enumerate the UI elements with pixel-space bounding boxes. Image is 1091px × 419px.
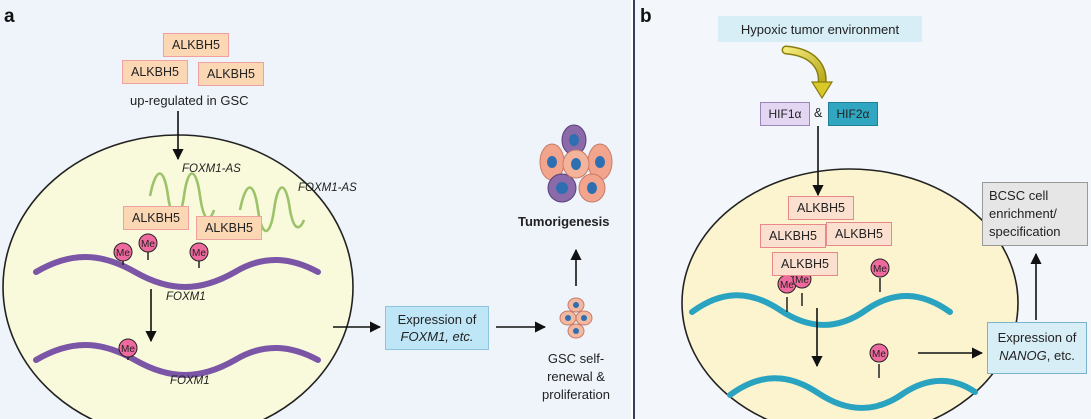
gsc-line2: renewal & [547,369,605,384]
expression-line2: NANOG, etc. [988,347,1086,365]
dna-strand-b-bottom [727,375,978,411]
expression-line2: FOXM1, etc. [400,329,474,344]
svg-text:Me: Me [116,248,130,259]
expression-box-a: Expression of FOXM1, etc. [385,306,489,350]
methyl-mark: Me [138,233,158,253]
svg-text:Me: Me [192,248,206,259]
methyl-mark: Me [113,242,133,262]
dna-strand-b-top [689,292,953,328]
svg-text:Me: Me [121,344,135,355]
alkbh5-box: ALKBH5 [123,206,189,230]
svg-text:Me: Me [873,264,887,275]
foxm1-label: FOXM1 [166,291,206,303]
methyl-mark: Me [870,258,890,278]
dna-strand-a-bottom [33,342,321,378]
alkbh5-box: ALKBH5 [196,216,262,240]
tumorigenesis-label: Tumorigenesis [518,214,610,229]
alkbh5-box: ALKBH5 [163,33,229,57]
upregulated-label: up-regulated in GSC [130,93,249,108]
bcsc-line1: BCSC cell [989,188,1049,203]
bcsc-line2: enrichment/ [989,206,1057,221]
svg-text:Me: Me [780,280,794,291]
gsc-label: GSC self- renewal & proliferation [530,350,622,404]
alkbh5-box: ALKBH5 [826,222,892,246]
foxm1-label: FOXM1 [170,375,210,387]
expression-line1: Expression of [397,312,477,327]
hif2a-box: HIF2α [828,102,878,126]
methyl-mark: Me [189,242,209,262]
svg-text:Me: Me [141,239,155,250]
alkbh5-box: ALKBH5 [760,224,826,248]
tumor-cluster-icon [539,124,613,203]
foxm1-as-label: FOXM1-AS [298,182,357,194]
foxm1-as-label: FOXM1-AS [182,163,241,175]
expression-line1: Expression of [997,330,1077,345]
bcsc-box: BCSC cell enrichment/ specification [982,182,1088,246]
svg-text:Me: Me [795,275,809,286]
expression-box-b: Expression of NANOG, etc. [987,322,1087,374]
hypoxic-box: Hypoxic tumor environment [718,16,922,42]
foxm1-as-rna-2 [238,186,306,233]
bcsc-line3: specification [989,224,1061,239]
nanog-label: NANOG [999,348,1047,363]
gsc-line1: GSC self- [547,351,605,366]
alkbh5-box: ALKBH5 [122,60,188,84]
alkbh5-box: ALKBH5 [772,252,838,276]
dna-strand-a-top [33,254,321,290]
foxm1-as-rna-1 [148,172,216,220]
svg-text:Me: Me [872,349,886,360]
etc-label: , etc. [1046,348,1075,363]
gsc-line3: proliferation [542,387,610,402]
hif1a-box: HIF1α [760,102,810,126]
alkbh5-box: ALKBH5 [788,196,854,220]
panel-b-letter: b [640,6,652,27]
methyl-mark: Me [869,343,889,363]
alkbh5-box: ALKBH5 [198,62,264,86]
ampersand: & [814,106,823,120]
panel-a-letter: a [4,6,15,27]
curved-arrow-hypoxia [781,45,834,100]
gsc-cells-icon [559,297,593,339]
methyl-mark: Me [118,338,138,358]
